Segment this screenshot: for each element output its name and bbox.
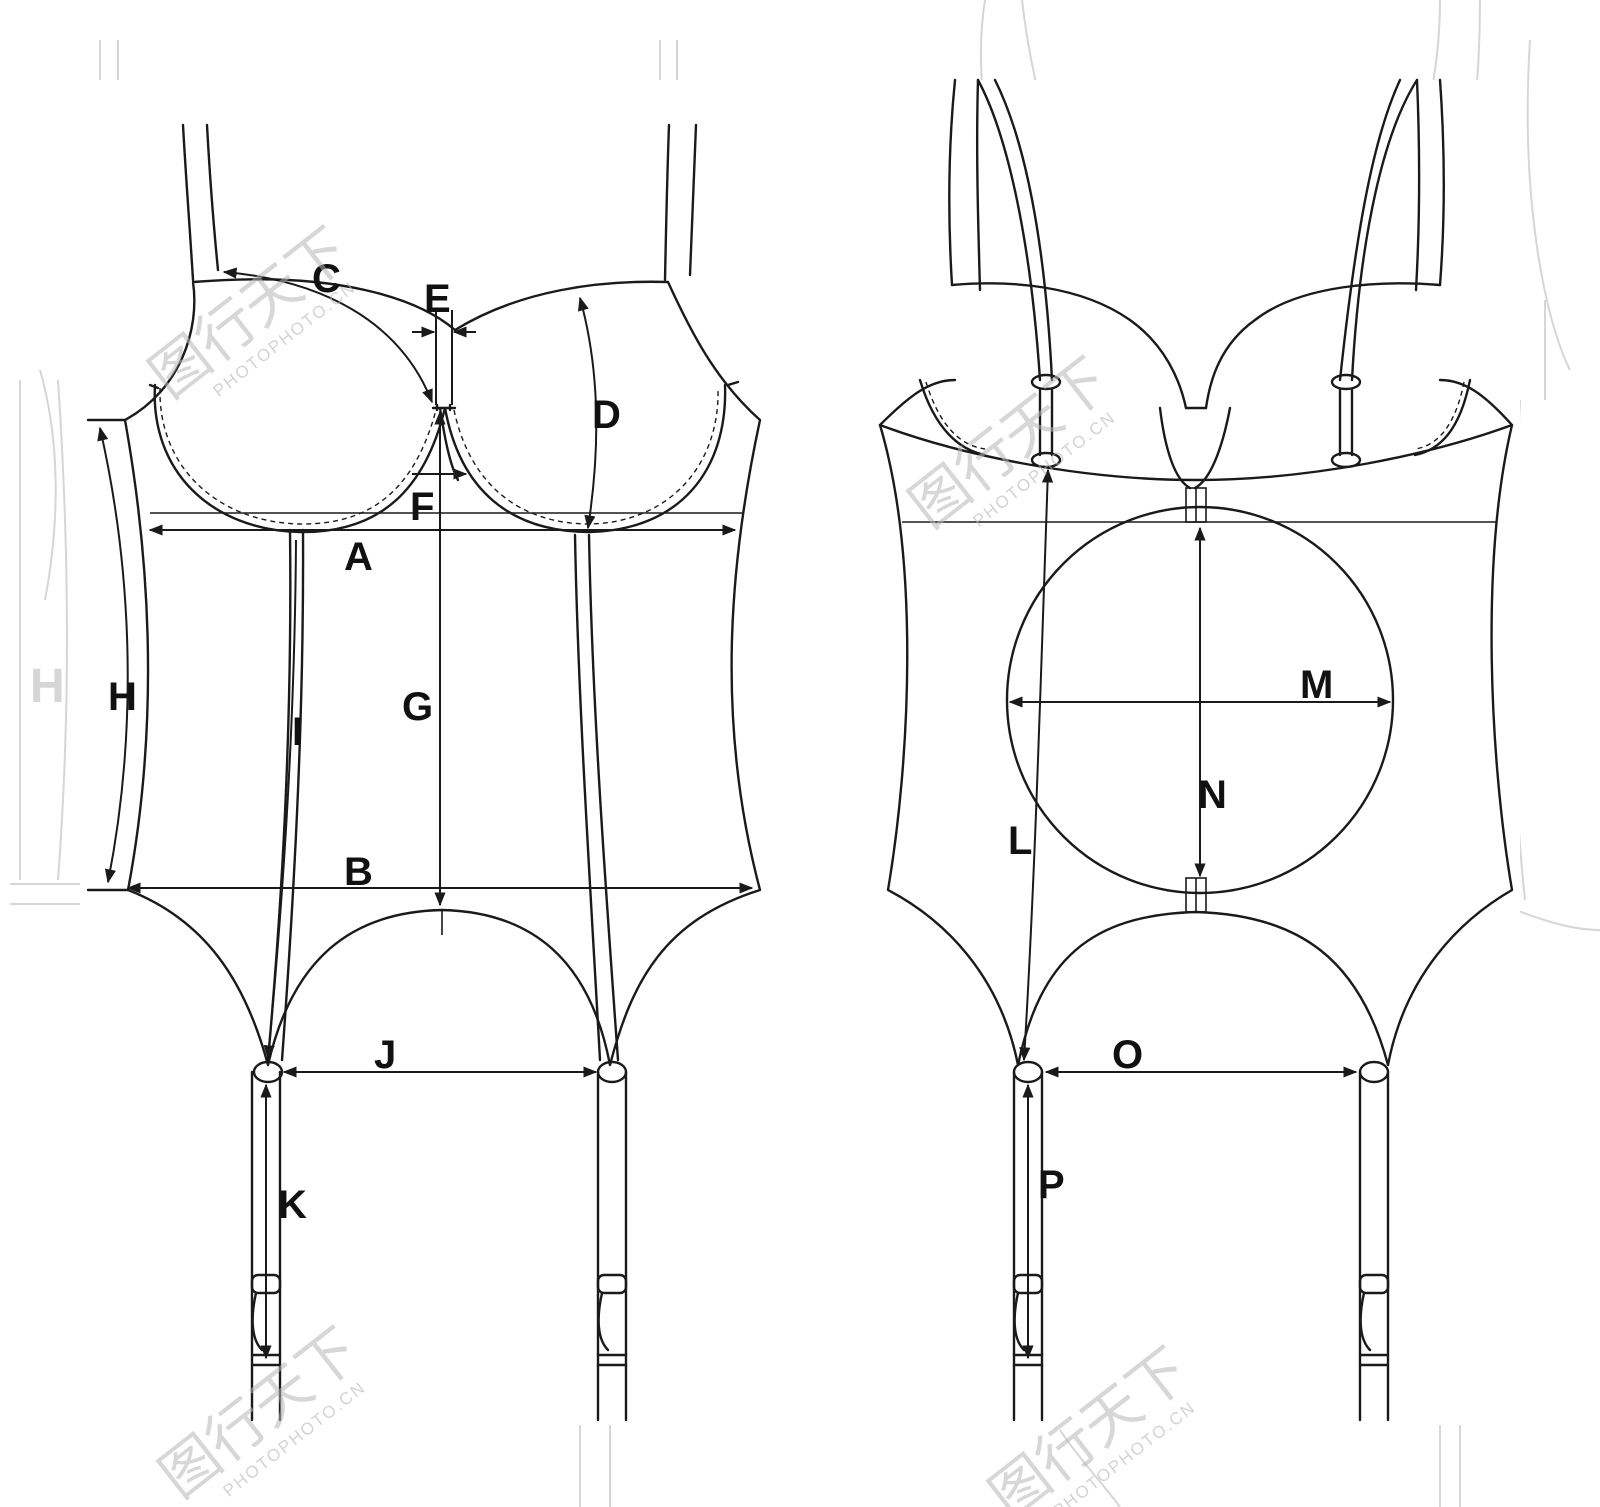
front-view: A B C D E F G H I J K <box>86 123 762 1422</box>
label-o: O <box>1112 1033 1143 1077</box>
back-view: L M N O P <box>878 78 1514 1422</box>
background-edge-label: H <box>30 660 65 713</box>
label-a: A <box>344 535 373 579</box>
label-i: I <box>292 710 303 754</box>
label-n: N <box>1198 773 1227 817</box>
front-body-outline <box>123 278 762 1067</box>
label-l: L <box>1008 819 1032 863</box>
label-g: G <box>402 685 433 729</box>
label-p: P <box>1038 1163 1065 1207</box>
label-j: J <box>374 1033 396 1077</box>
back-cutout <box>1005 505 1395 895</box>
label-k: K <box>278 1183 307 1227</box>
label-c: C <box>312 257 341 301</box>
label-e: E <box>424 277 451 321</box>
label-b: B <box>344 850 373 894</box>
label-f: F <box>410 485 434 529</box>
back-body-outline <box>878 423 1514 1067</box>
label-d: D <box>592 393 621 437</box>
label-h: H <box>108 675 137 719</box>
label-m: M <box>1300 663 1333 707</box>
